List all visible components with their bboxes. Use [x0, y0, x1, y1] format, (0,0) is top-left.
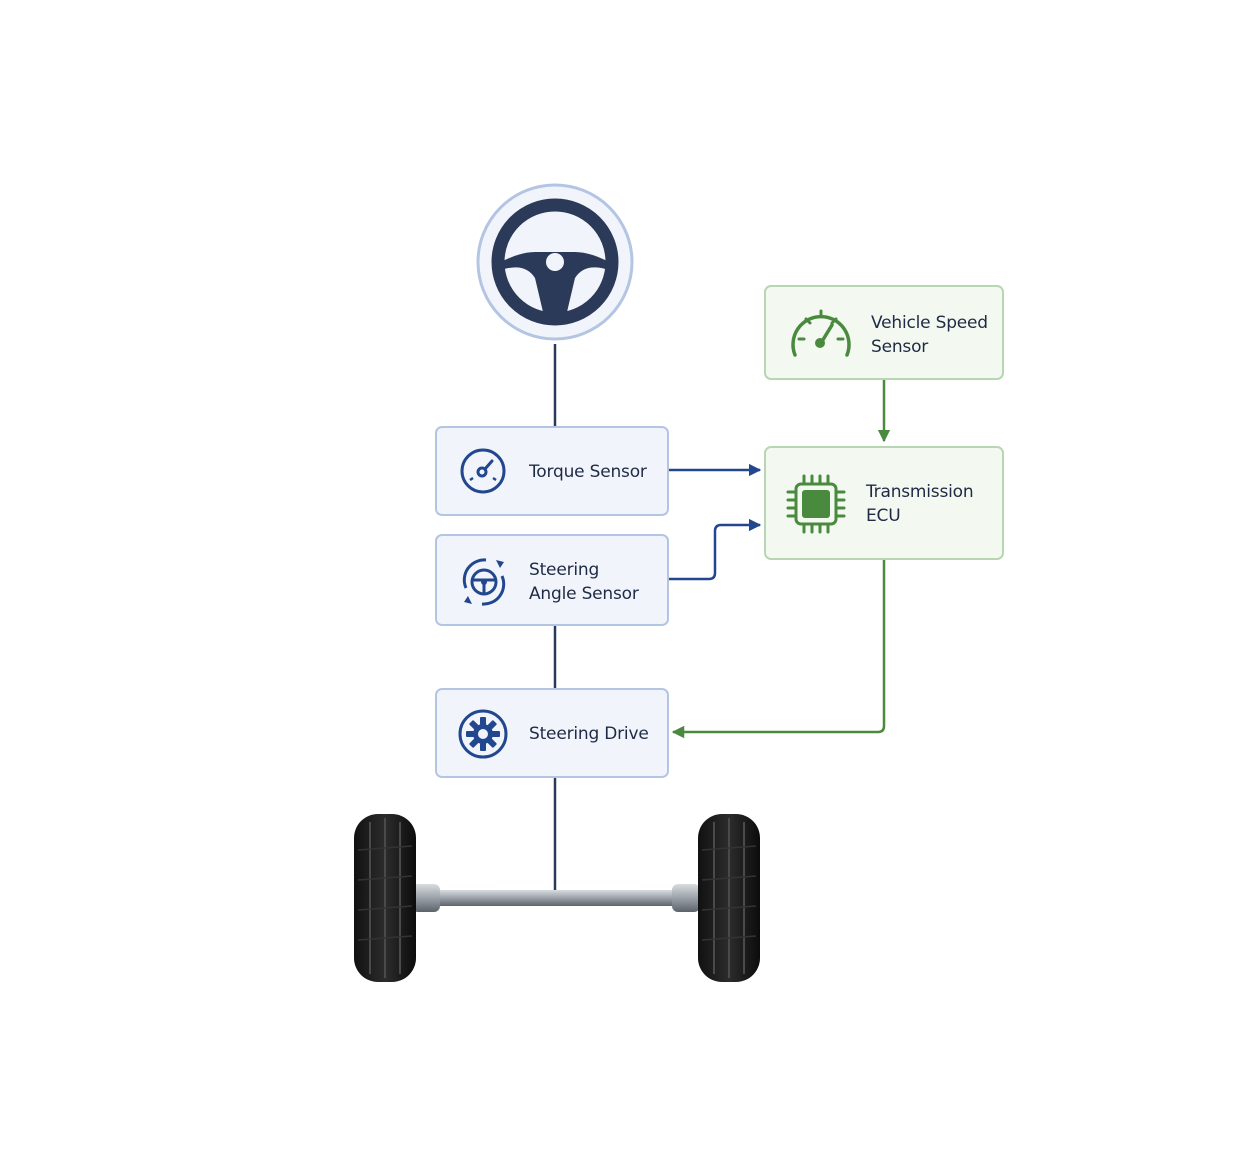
gear-icon	[458, 709, 508, 759]
transmission-ecu-label-line-1: Transmission	[866, 482, 974, 502]
vehicle-speed-sensor-label-line-1: Vehicle Speed	[871, 313, 988, 333]
wheels-axle-icon	[354, 814, 760, 982]
torque-sensor-label: Torque Sensor	[529, 460, 647, 484]
steering-angle-rotate-icon	[462, 558, 506, 606]
steering-angle-sensor-label-line-1: Steering	[529, 560, 600, 580]
transmission-ecu-label: Transmission ECU	[866, 480, 974, 528]
torque-sensor-label-line-1: Torque Sensor	[529, 462, 647, 482]
steering-angle-sensor-label: Steering Angle Sensor	[529, 558, 639, 606]
steering-angle-sensor-box: Steering Angle Sensor	[435, 534, 669, 626]
arrow-ecu-to-drive	[671, 560, 886, 739]
transmission-ecu-box: Transmission ECU	[764, 446, 1004, 560]
arrow-angle-to-ecu	[669, 518, 762, 581]
vehicle-speed-sensor-label: Vehicle Speed Sensor	[871, 311, 988, 359]
transmission-ecu-label-line-2: ECU	[866, 506, 901, 526]
steering-drive-label-line-1: Steering Drive	[529, 724, 649, 744]
torque-gauge-icon	[460, 448, 506, 494]
steering-wheel-icon	[476, 183, 634, 341]
vehicle-speed-sensor-label-line-2: Sensor	[871, 337, 929, 357]
speedometer-icon	[791, 309, 851, 357]
vehicle-speed-sensor-box: Vehicle Speed Sensor	[764, 285, 1004, 380]
steering-drive-label: Steering Drive	[529, 722, 649, 746]
microchip-icon	[786, 474, 846, 534]
steering-drive-box: Steering Drive	[435, 688, 669, 778]
torque-sensor-box: Torque Sensor	[435, 426, 669, 516]
steering-angle-sensor-label-line-2: Angle Sensor	[529, 584, 639, 604]
